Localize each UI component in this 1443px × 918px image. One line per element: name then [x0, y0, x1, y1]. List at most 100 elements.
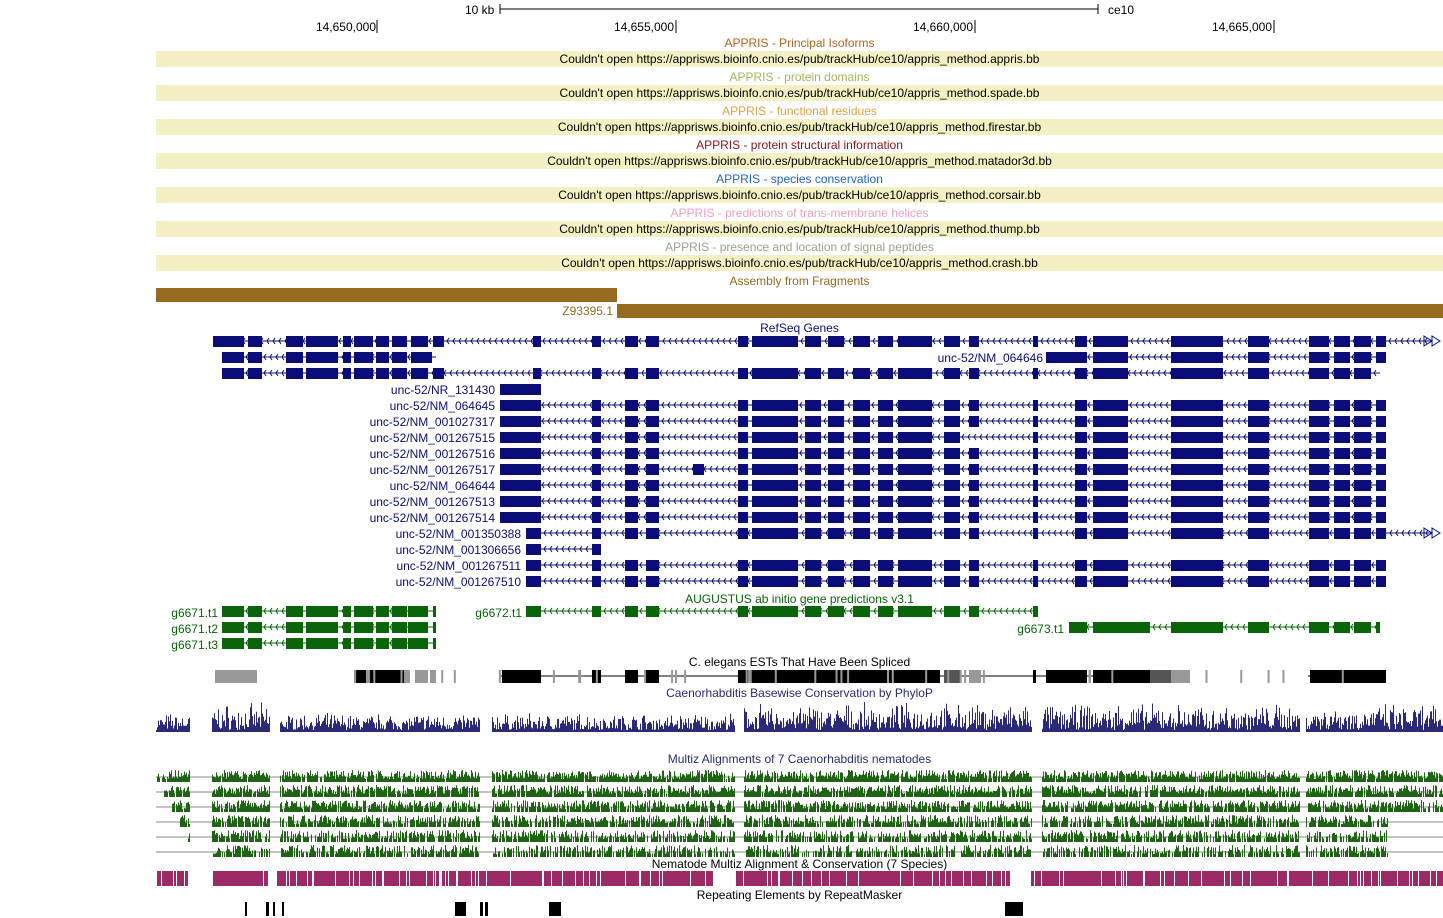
fragments-title[interactable]: Assembly from Fragments — [729, 274, 870, 288]
appris-structural-title[interactable]: APPRIS - protein structural information — [696, 138, 903, 152]
refseq-transcript-strand — [1412, 337, 1416, 345]
multiz-bar — [565, 776, 566, 782]
refseq-label[interactable]: unc-52/NM_001350388 — [395, 527, 521, 541]
augustus-label[interactable]: g6671.t1 — [171, 606, 218, 620]
phylop-bar — [1018, 726, 1019, 732]
refseq-transcript-strand — [1021, 401, 1025, 409]
augustus-label[interactable]: g6671.t3 — [171, 638, 218, 652]
multiz-bar — [389, 778, 390, 782]
refseq-title[interactable]: RefSeq Genes — [760, 321, 839, 335]
refseq-label[interactable]: unc-52/NM_001267513 — [369, 495, 495, 509]
fragment-label[interactable]: Z93395.1 — [562, 304, 613, 318]
augustus-label[interactable]: g6672.t1 — [475, 606, 522, 620]
refseq-transcript-strand — [991, 417, 995, 425]
refseq-transcript-strand — [871, 465, 875, 473]
refseq-transcript-exon — [500, 512, 541, 523]
refseq-transcript-strand — [1059, 561, 1063, 569]
phylop-bar — [1280, 726, 1281, 732]
multiz-bar — [950, 773, 951, 782]
refseq-transcript-exon — [1309, 528, 1329, 539]
refseq-label[interactable]: unc-52/NM_001267516 — [369, 447, 495, 461]
phylop-bar — [792, 721, 793, 732]
appris-principal-title[interactable]: APPRIS - Principal Isoforms — [724, 36, 875, 50]
appris-transmembrane-title[interactable]: APPRIS - predictions of trans-membrane h… — [670, 206, 929, 220]
phylop-bar — [1364, 714, 1365, 732]
phylop-bar — [782, 727, 783, 732]
refseq-label[interactable]: unc-52/NM_064644 — [389, 479, 495, 493]
refseq-transcript-strand — [559, 497, 563, 505]
refseq-transcript-exon — [625, 448, 638, 459]
refseq-label[interactable]: unc-52/NM_001027317 — [369, 415, 495, 429]
refseq-transcript-strand — [643, 481, 647, 489]
phylop-bar — [184, 725, 185, 732]
multiz-bar — [230, 773, 231, 782]
phylop-bar — [364, 722, 365, 732]
refseq-transcript-strand — [1231, 465, 1235, 473]
refseq-transcript-strand — [679, 401, 683, 409]
phylop-bar — [1294, 720, 1295, 732]
nematode-title[interactable]: Nematode Multiz Alignment & Conservation… — [651, 857, 948, 871]
multiz-title[interactable]: Multiz Alignments of 7 Caenorhabditis ne… — [667, 752, 932, 766]
refseq-label[interactable]: unc-52/NM_001267517 — [369, 463, 495, 477]
augustus-title[interactable]: AUGUSTUS ab initio gene predictions v3.1 — [685, 592, 914, 606]
refseq-label[interactable]: unc-52/NM_001306656 — [395, 543, 521, 557]
multiz-bar — [1048, 774, 1049, 782]
multiz-bar — [468, 774, 469, 782]
phylop-bar — [697, 719, 698, 732]
multiz-bar — [605, 777, 606, 782]
multiz-bar — [913, 778, 914, 782]
multiz-bar — [549, 772, 550, 782]
augustus-label[interactable]: g6671.t2 — [171, 622, 218, 636]
phylop-bar — [707, 719, 708, 732]
phylop-bar — [874, 721, 875, 732]
multiz-bar — [845, 778, 846, 782]
multiz-bar — [678, 776, 679, 782]
repeatmasker-title[interactable]: Repeating Elements by RepeatMasker — [696, 888, 903, 902]
multiz-bar — [895, 775, 896, 782]
refseq-transcript-strand — [1297, 497, 1301, 505]
phylop-bar — [933, 727, 934, 732]
refseq-transcript-strand — [715, 449, 719, 457]
phylop-bar — [1296, 726, 1297, 732]
multiz-bar — [158, 773, 159, 782]
refseq-transcript-strand — [933, 561, 937, 569]
est-title[interactable]: C. elegans ESTs That Have Been Spliced — [688, 655, 911, 669]
phylop-bar — [1397, 723, 1398, 732]
appris-signal-peptides-title[interactable]: APPRIS - presence and location of signal… — [665, 240, 934, 254]
phylop-bar — [763, 714, 764, 732]
refseq-label[interactable]: unc-52/NM_064645 — [389, 399, 495, 413]
multiz-bar — [728, 775, 729, 782]
refseq-transcript-strand — [987, 561, 991, 569]
augustus-transcript-strand — [1029, 607, 1033, 615]
phylop-bar — [373, 722, 374, 732]
refseq-transcript-strand — [609, 577, 613, 585]
est-block — [498, 670, 501, 683]
phylop-bar — [1222, 718, 1223, 732]
multiz-bar — [907, 771, 908, 782]
refseq-label[interactable]: unc-52/NM_001267510 — [395, 575, 521, 589]
refseq-label[interactable]: unc-52/NM_001267511 — [396, 559, 521, 573]
refseq-label[interactable]: unc-52/NM_001267514 — [369, 511, 495, 525]
refseq-transcript-exon — [969, 528, 979, 539]
phylop-bar — [716, 723, 717, 732]
multiz-bar — [658, 778, 659, 782]
multiz-bar — [670, 771, 671, 782]
appris-functional-title[interactable]: APPRIS - functional residues — [722, 104, 877, 118]
refseq-transcript-strand — [1245, 577, 1249, 585]
phylop-bar — [388, 722, 389, 732]
phylop-title[interactable]: Caenorhabditis Basewise Conservation by … — [666, 686, 933, 700]
refseq-transcript-strand — [611, 369, 615, 377]
refseq-transcript-exon — [1093, 448, 1128, 459]
refseq-label[interactable]: unc-52/NM_001267515 — [369, 431, 495, 445]
phylop-bar — [617, 728, 618, 732]
appris-conservation-title[interactable]: APPRIS - species conservation — [716, 172, 883, 186]
refseq-transcript-strand — [1131, 529, 1135, 537]
phylop-bar — [974, 719, 975, 732]
refseq-inline-label[interactable]: unc-52/NM_064646 — [937, 351, 1043, 365]
refseq-label[interactable]: unc-52/NR_131430 — [390, 383, 495, 397]
phylop-bar — [825, 724, 826, 732]
appris-domains-title[interactable]: APPRIS - protein domains — [729, 70, 870, 84]
multiz-bar — [909, 778, 910, 782]
augustus-label[interactable]: g6673.t1 — [1017, 622, 1064, 636]
